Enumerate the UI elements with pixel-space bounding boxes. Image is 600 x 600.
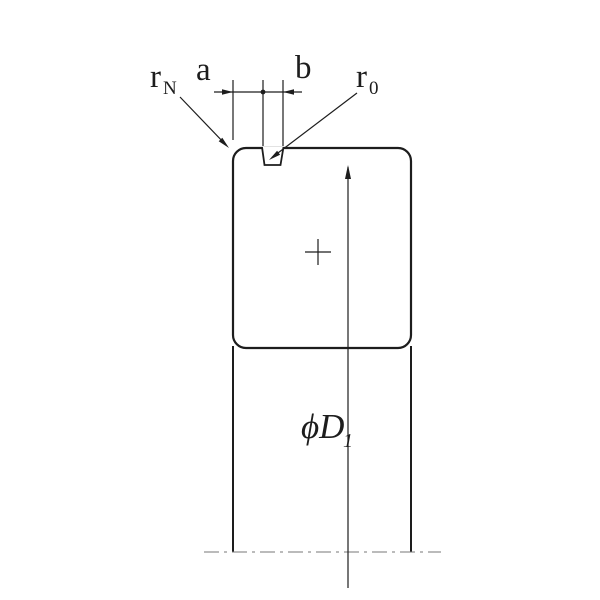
dimension-origin-dot (260, 89, 266, 95)
label-r0-base: r (356, 59, 367, 95)
label-rn-subscript: N (163, 78, 177, 99)
label-a: a (196, 52, 211, 88)
label-b: b (295, 50, 312, 86)
diameter-dimension-arrowhead (345, 165, 351, 179)
a-dimension-arrowhead (222, 89, 233, 95)
label-rn-base: r (150, 59, 161, 95)
rn-leader-arrowhead (218, 137, 229, 148)
r0-leader-line (271, 92, 358, 158)
b-dimension-arrowhead (283, 89, 294, 95)
r0-leader-arrowhead (269, 150, 281, 160)
bearing-ring-outline (231, 146, 413, 350)
label-r0-subscript: 0 (369, 78, 379, 99)
label-phi-d1-base: ϕD (301, 407, 344, 446)
label-phi-d1-subscript: 1 (343, 430, 353, 452)
rn-leader-line (179, 96, 227, 146)
